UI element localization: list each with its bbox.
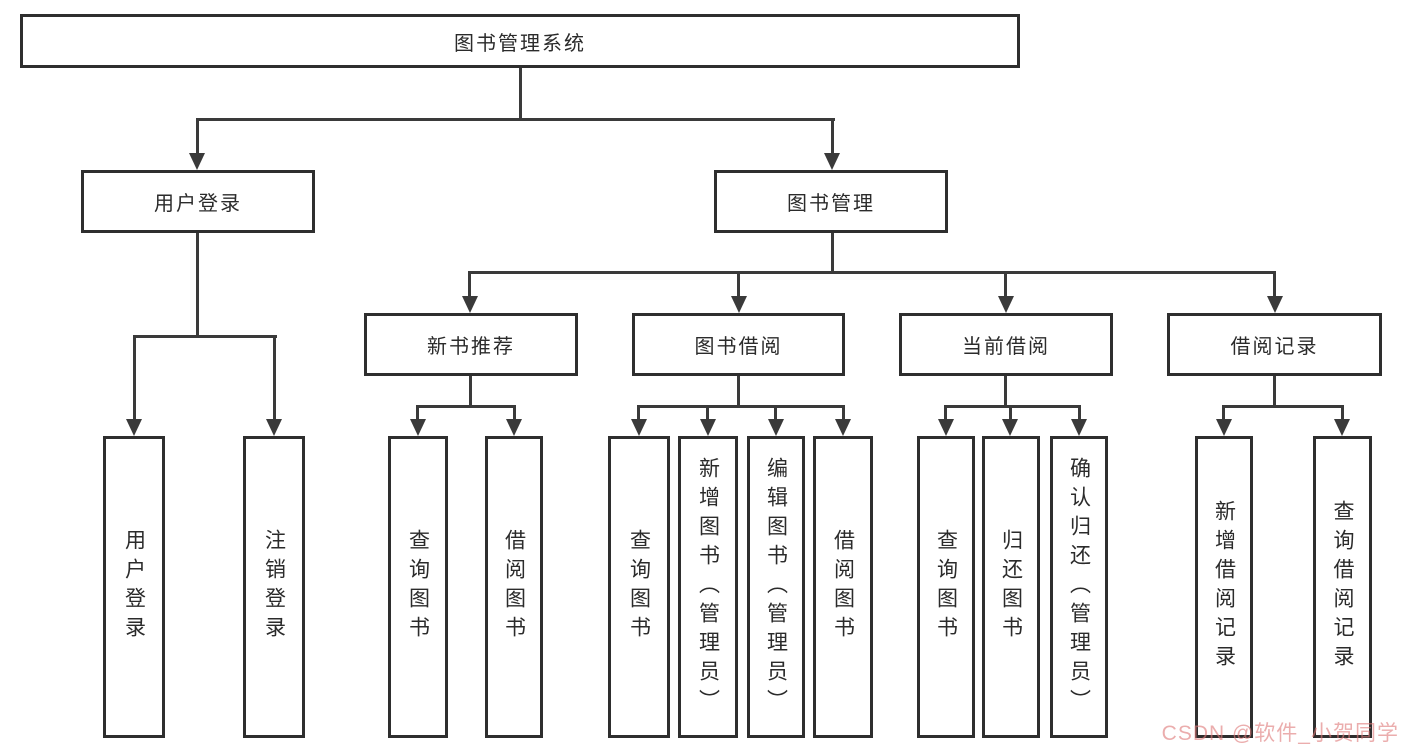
connector-line — [196, 118, 835, 121]
leaf-query-borrow-record: 查询借阅记录 — [1313, 436, 1372, 738]
leaf-add-books-admin: 新增图书（管理员） — [678, 436, 738, 738]
leaf-query-books-2: 查询图书 — [608, 436, 670, 738]
node-label: 查询图书 — [934, 529, 958, 645]
connector-line — [774, 405, 777, 422]
arrowhead-down-icon — [1002, 419, 1018, 436]
connector-line — [1273, 271, 1276, 298]
arrowhead-down-icon — [1334, 419, 1350, 436]
node-book-borrowing: 图书借阅 — [632, 313, 845, 376]
node-label: 新增图书（管理员） — [696, 456, 720, 718]
leaf-borrow-books-1: 借阅图书 — [485, 436, 543, 738]
connector-line — [1222, 405, 1225, 422]
connector-line — [944, 405, 947, 422]
arrowhead-down-icon — [1071, 419, 1087, 436]
node-label: 借阅记录 — [1230, 336, 1319, 358]
leaf-query-books-3: 查询图书 — [917, 436, 975, 738]
node-label: 借阅图书 — [831, 529, 855, 645]
connector-line — [1273, 376, 1276, 408]
connector-line — [1078, 405, 1081, 422]
connector-line — [133, 335, 136, 422]
connector-line — [519, 68, 522, 121]
connector-line — [468, 271, 471, 298]
node-label: 新增借阅记录 — [1212, 500, 1236, 674]
arrowhead-down-icon — [462, 296, 478, 313]
connector-line — [637, 405, 845, 408]
node-label: 图书管理系统 — [454, 32, 586, 55]
leaf-logout: 注销登录 — [243, 436, 305, 738]
arrowhead-down-icon — [998, 296, 1014, 313]
leaf-return-books: 归还图书 — [982, 436, 1040, 738]
leaf-add-borrow-record: 新增借阅记录 — [1195, 436, 1253, 738]
node-label: 当前借阅 — [962, 336, 1050, 358]
connector-line — [468, 271, 1276, 274]
connector-line — [1341, 405, 1344, 422]
arrowhead-down-icon — [700, 419, 716, 436]
connector-line — [831, 118, 834, 155]
node-label: 查询图书 — [406, 529, 430, 645]
connector-line — [1222, 405, 1344, 408]
connector-line — [737, 271, 740, 298]
arrowhead-down-icon — [266, 419, 282, 436]
node-label: 注销登录 — [262, 529, 286, 645]
node-label: 用户登录 — [154, 193, 242, 215]
connector-line — [273, 335, 276, 422]
csdn-watermark: CSDN @软件_小贺同学 — [1161, 722, 1399, 745]
leaf-confirm-return-admin: 确认归还（管理员） — [1050, 436, 1108, 738]
node-current-borrowing: 当前借阅 — [899, 313, 1113, 376]
arrowhead-down-icon — [824, 153, 840, 170]
connector-line — [706, 405, 709, 422]
arrowhead-down-icon — [1216, 419, 1232, 436]
arrowhead-down-icon — [189, 153, 205, 170]
arrowhead-down-icon — [835, 419, 851, 436]
node-label: 图书借阅 — [694, 336, 783, 358]
node-label: 确认归还（管理员） — [1067, 456, 1091, 718]
arrowhead-down-icon — [410, 419, 426, 436]
node-label: 查询借阅记录 — [1331, 500, 1354, 674]
connector-line — [513, 405, 516, 422]
node-root-library-system: 图书管理系统 — [20, 14, 1020, 68]
connector-line — [1004, 271, 1007, 298]
arrowhead-down-icon — [506, 419, 522, 436]
arrowhead-down-icon — [1267, 296, 1283, 313]
arrowhead-down-icon — [938, 419, 954, 436]
connector-line — [196, 233, 199, 338]
arrowhead-down-icon — [126, 419, 142, 436]
node-label: 图书管理 — [787, 193, 875, 215]
connector-line — [944, 405, 1081, 408]
leaf-user-login: 用户登录 — [103, 436, 165, 738]
node-label: 编辑图书（管理员） — [764, 456, 788, 718]
leaf-borrow-books-2: 借阅图书 — [813, 436, 873, 738]
connector-line — [842, 405, 845, 422]
node-borrow-records: 借阅记录 — [1167, 313, 1382, 376]
leaf-edit-books-admin: 编辑图书（管理员） — [747, 436, 805, 738]
node-label: 归还图书 — [999, 529, 1023, 645]
connector-line — [416, 405, 419, 422]
arrowhead-down-icon — [631, 419, 647, 436]
node-user-login: 用户登录 — [81, 170, 315, 233]
node-new-book-recommend: 新书推荐 — [364, 313, 578, 376]
node-book-management: 图书管理 — [714, 170, 948, 233]
connector-line — [416, 405, 516, 408]
connector-line — [637, 405, 640, 422]
node-label: 借阅图书 — [502, 529, 526, 645]
connector-line — [469, 376, 472, 408]
node-label: 新书推荐 — [427, 336, 515, 358]
connector-line — [133, 335, 277, 338]
node-label: 用户登录 — [122, 529, 146, 645]
arrowhead-down-icon — [768, 419, 784, 436]
connector-line — [1004, 376, 1007, 408]
connector-line — [196, 118, 199, 155]
connector-line — [737, 376, 740, 408]
connector-line — [831, 233, 834, 274]
leaf-query-books-1: 查询图书 — [388, 436, 448, 738]
node-label: 查询图书 — [627, 529, 651, 645]
connector-line — [1009, 405, 1012, 422]
arrowhead-down-icon — [731, 296, 747, 313]
